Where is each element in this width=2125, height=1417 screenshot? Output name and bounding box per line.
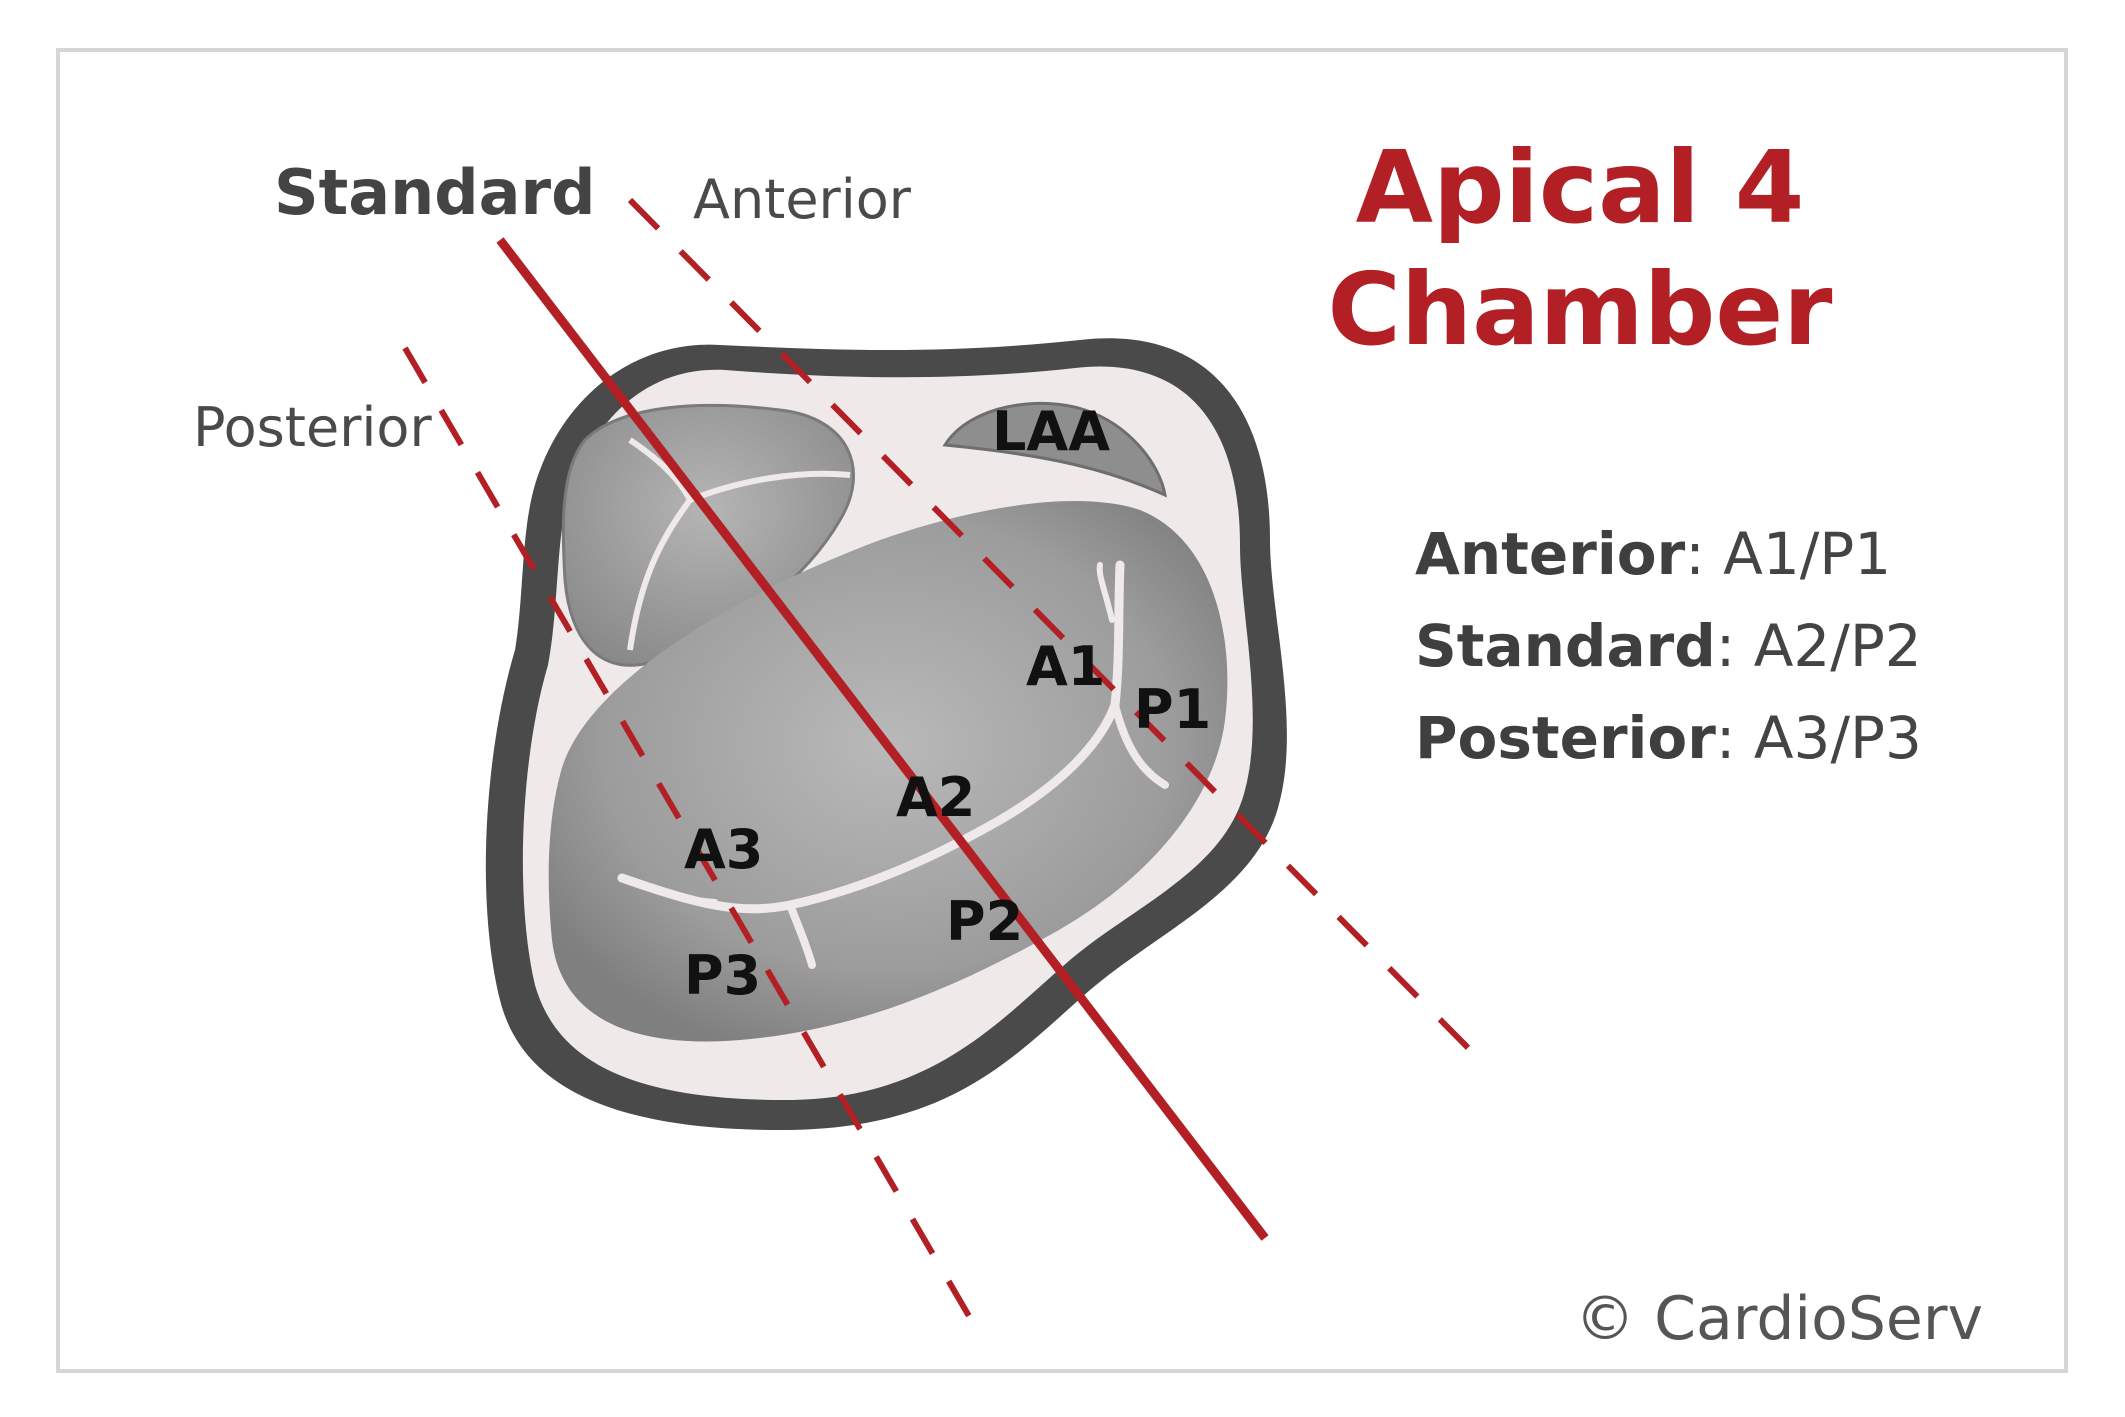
anterior-view-line xyxy=(627,197,1488,1068)
aortic-valve xyxy=(561,403,855,667)
segment-a1-label: A1 xyxy=(1026,635,1105,698)
segment-p1-label: P1 xyxy=(1134,678,1211,741)
segment-a2-label: A2 xyxy=(896,766,975,829)
standard-view-label: Standard xyxy=(274,156,596,229)
left-atrial-appendage xyxy=(942,401,1167,498)
copyright-notice: © CardioServ xyxy=(1575,1284,1983,1354)
title-line-1: Apical 4 xyxy=(1355,129,1805,246)
legend-separator: : xyxy=(1685,520,1705,588)
legend-segments: A3/P3 xyxy=(1753,704,1922,772)
legend-view-name: Anterior xyxy=(1415,520,1686,588)
standard-view-line xyxy=(496,237,1269,1241)
legend-standard: Standard: A2/P2 xyxy=(1415,612,1922,680)
legend-anterior: Anterior: A1/P1 xyxy=(1415,520,1891,588)
segment-p3-label: P3 xyxy=(684,944,761,1007)
anterior-view-label: Anterior xyxy=(693,168,912,231)
title-line-2: Chamber xyxy=(1327,251,1833,368)
legend-view-name: Posterior xyxy=(1415,704,1716,772)
posterior-view-label: Posterior xyxy=(193,396,432,459)
legend-segments: A2/P2 xyxy=(1753,612,1922,680)
legend-separator: : xyxy=(1715,704,1736,772)
legend-separator: : xyxy=(1715,612,1736,680)
coaptation-line xyxy=(617,560,1125,914)
posterior-view-line xyxy=(402,346,983,1337)
legend-posterior: Posterior: A3/P3 xyxy=(1415,704,1922,772)
segment-p2-label: P2 xyxy=(946,890,1023,953)
legend-segments: A1/P1 xyxy=(1723,520,1892,588)
legend-view-name: Standard xyxy=(1415,612,1716,680)
segment-a3-label: A3 xyxy=(684,818,763,881)
laa-label: LAA xyxy=(992,400,1110,463)
